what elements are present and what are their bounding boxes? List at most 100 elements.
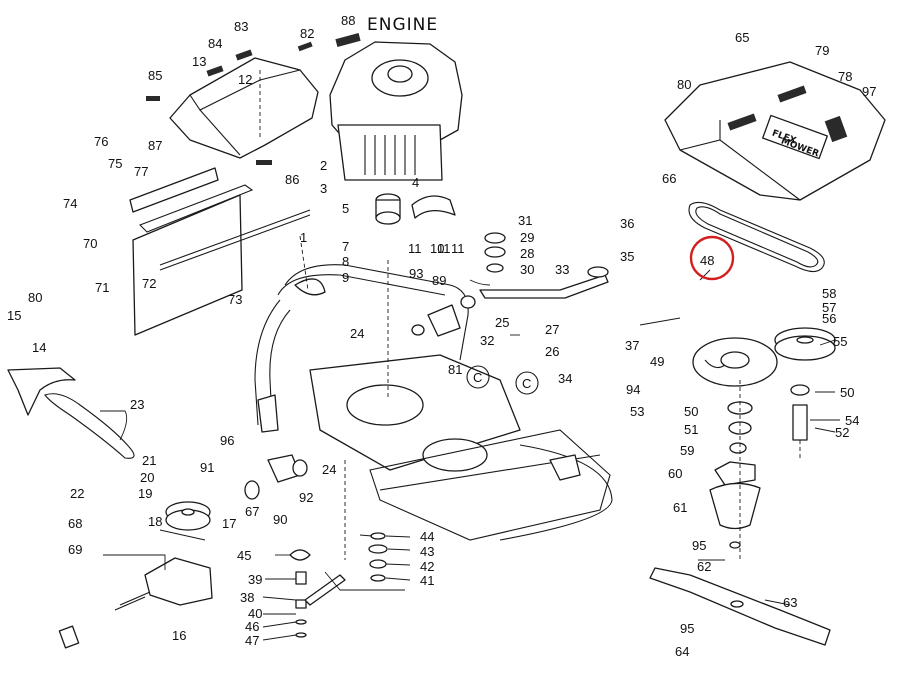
belt-48	[688, 201, 825, 273]
part-number-label: 36	[620, 216, 634, 231]
part-number-label: 66	[662, 171, 676, 186]
part-number-label: 45	[237, 548, 251, 563]
part-number-label: 72	[142, 276, 156, 291]
part-number-label: 16	[172, 628, 186, 643]
part-number-label: 95	[692, 538, 706, 553]
part-number-label: 32	[480, 333, 494, 348]
part-number-label: 19	[138, 486, 152, 501]
part-number-label: 93	[409, 266, 423, 281]
part-number-label: 58	[822, 286, 836, 301]
part-number-label: 84	[208, 36, 222, 51]
part-number-label: 31	[518, 213, 532, 228]
part-number-label: 54	[845, 413, 859, 428]
part-number-label: 41	[420, 573, 434, 588]
part-number-label: 10	[430, 241, 444, 256]
section-marker-circle-1	[466, 365, 490, 389]
part-number-label: 61	[673, 500, 687, 515]
part-number-label: 87	[148, 138, 162, 153]
part-number-label: 75	[108, 156, 122, 171]
part-number-label: 13	[192, 54, 206, 69]
part-number-label: 67	[245, 504, 259, 519]
top-cover-panel	[146, 41, 319, 165]
bearing-stack-41-44	[368, 532, 388, 582]
part-number-label: 55	[833, 334, 847, 349]
pulley-55	[774, 327, 836, 361]
part-number-label: 74	[63, 196, 77, 211]
part-number-label: 28	[520, 246, 534, 261]
part-number-label: 22	[70, 486, 84, 501]
part-number-label: 83	[234, 19, 248, 34]
part-number-label: 81	[448, 362, 462, 377]
part-number-label: 95	[680, 621, 694, 636]
part-number-label: 52	[835, 425, 849, 440]
part-number-label: 80	[28, 290, 42, 305]
part-number-label: 24	[322, 462, 336, 477]
part-number-label: 46	[245, 619, 259, 634]
part-number-label: 50	[840, 385, 854, 400]
part-number-label: 47	[245, 633, 259, 648]
engine-block	[329, 33, 463, 181]
part-number-label: 88	[341, 13, 355, 28]
part-number-label: 91	[200, 460, 214, 475]
part-number-label: 11	[408, 241, 422, 256]
pulley-19	[165, 501, 211, 531]
section-marker-label-2: C	[522, 376, 531, 391]
bearing-90-group	[244, 454, 308, 500]
part-number-label: 80	[677, 77, 691, 92]
part-number-label: 68	[68, 516, 82, 531]
main-frame	[254, 264, 613, 541]
part-number-label: 56	[822, 311, 836, 326]
part-number-label: 60	[668, 466, 682, 481]
part-number-label: 29	[520, 230, 534, 245]
deck-cover-65	[664, 61, 886, 201]
part-number-label: 51	[684, 422, 698, 437]
bracket-10	[411, 195, 456, 219]
part-number-label: 11	[437, 241, 451, 256]
engine-pulley	[375, 193, 401, 225]
part-number-label: 39	[248, 572, 262, 587]
part-number-label: 21	[142, 453, 156, 468]
part-number-label: 17	[222, 516, 236, 531]
part-number-label: 35	[620, 249, 634, 264]
part-number-label: 97	[862, 84, 876, 99]
deck-plate-49	[692, 337, 778, 387]
part-number-label: 78	[838, 69, 852, 84]
blade-63	[649, 567, 831, 646]
part-number-label: 50	[684, 404, 698, 419]
part-number-label: 5	[342, 201, 349, 216]
part-number-label: 59	[680, 443, 694, 458]
part-number-label: 89	[432, 273, 446, 288]
section-marker-label-1: C	[473, 370, 482, 385]
part-number-label: 57	[822, 300, 836, 315]
part-number-label: 86	[285, 172, 299, 187]
part-number-label: 65	[735, 30, 749, 45]
engine-label: ENGINE	[367, 15, 438, 35]
part-number-label: 11	[451, 241, 465, 256]
gearbox-16	[58, 557, 213, 649]
belt-23	[44, 393, 135, 459]
part-number-label: 30	[520, 262, 534, 277]
part-number-label: 3	[320, 181, 327, 196]
part-number-label: 33	[555, 262, 569, 277]
part-number-label: 82	[300, 26, 314, 41]
shaft-45-group	[289, 549, 346, 638]
part-number-label: 25	[495, 315, 509, 330]
part-number-label: 18	[148, 514, 162, 529]
part-number-label: 49	[650, 354, 664, 369]
part-number-label: 23	[130, 397, 144, 412]
part-number-label: 69	[68, 542, 82, 557]
tension-arm-group	[411, 232, 681, 337]
part-number-label: 7	[342, 239, 349, 254]
part-number-label: 44	[420, 529, 434, 544]
part-number-label: 42	[420, 559, 434, 574]
part-number-label: 37	[625, 338, 639, 353]
part-number-label: 79	[815, 43, 829, 58]
part-number-label: 64	[675, 644, 689, 659]
part-number-label: 48	[700, 253, 714, 268]
part-number-label: 77	[134, 164, 148, 179]
part-number-label: 12	[238, 72, 252, 87]
part-number-label: 71	[95, 280, 109, 295]
side-panel	[129, 167, 311, 336]
